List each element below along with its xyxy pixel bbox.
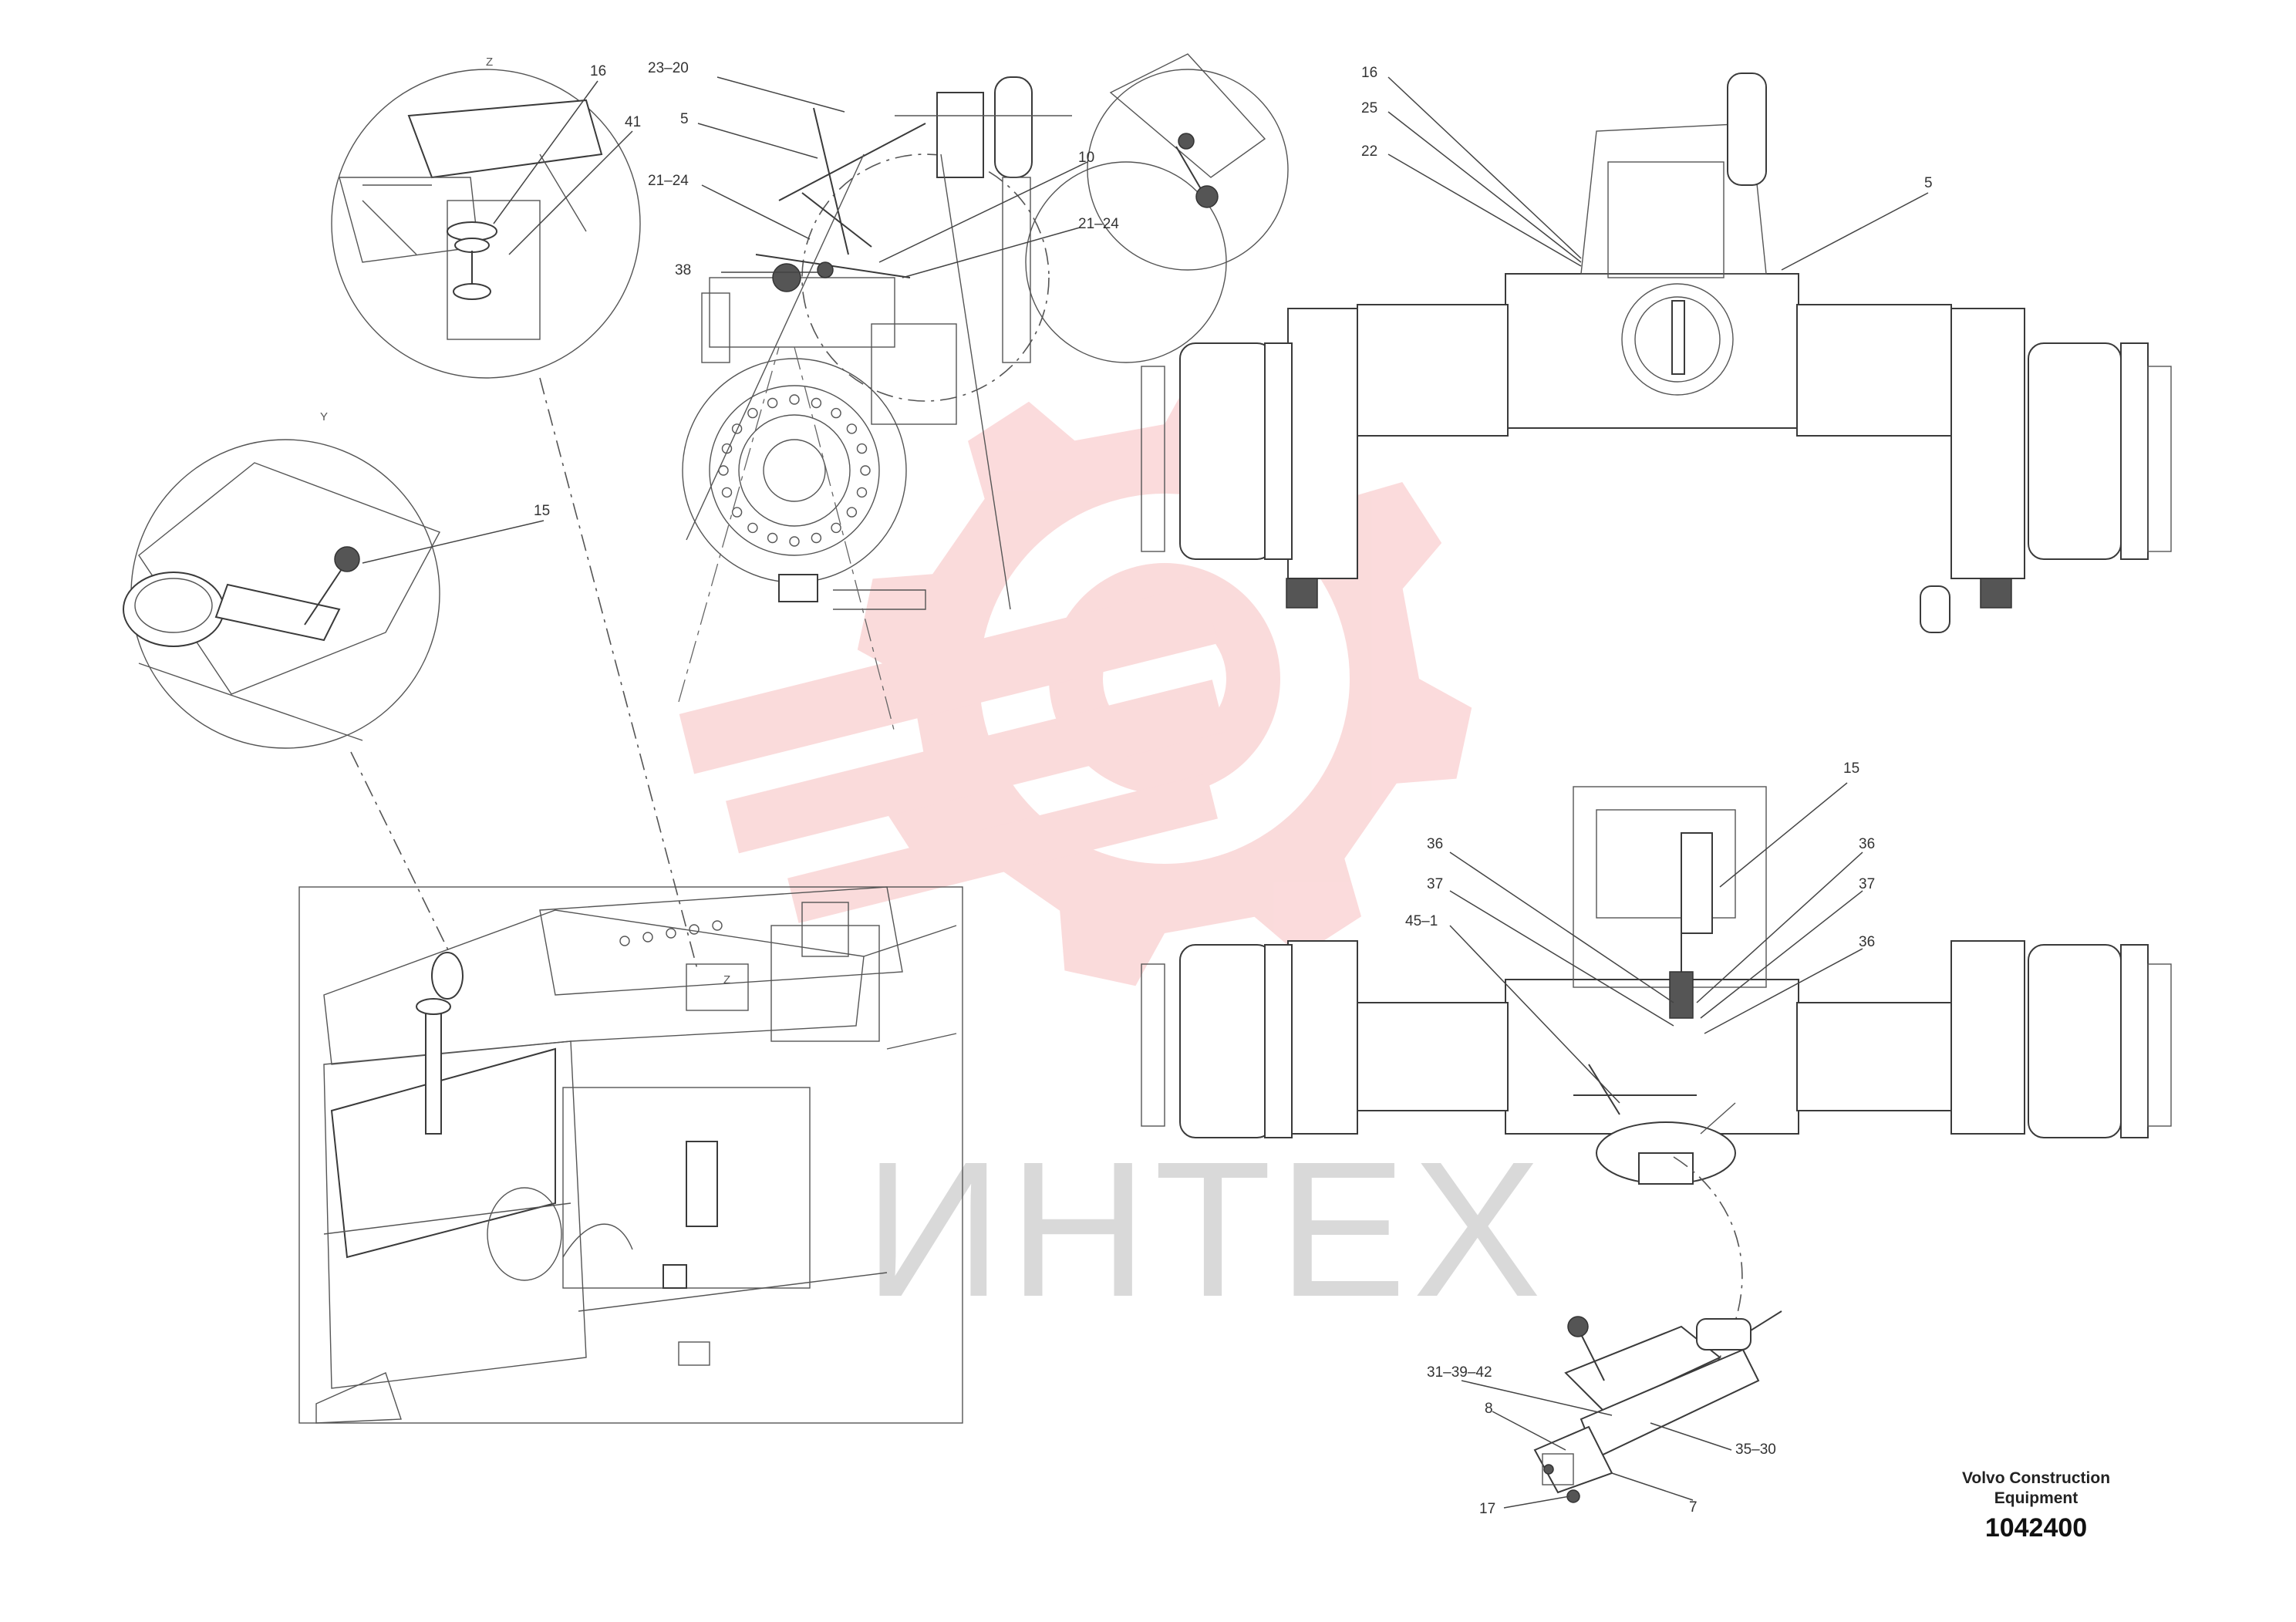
main-view-label-z: Z: [723, 973, 730, 986]
detail-circle-y: Y: [123, 410, 440, 749]
callout-16-top: 16: [1361, 65, 1377, 81]
main-view-frame: Z: [298, 886, 963, 1424]
callout-36-low-c: 36: [1859, 934, 1875, 950]
callout-5-side: 5: [680, 111, 689, 127]
drum-bolt-hole: [721, 443, 733, 454]
callout-31-39-42: 31–39–42: [1427, 1364, 1492, 1381]
detail-circle-z: Z: [331, 56, 641, 379]
drum-bolt-hole: [856, 487, 868, 498]
callout-labels: 16 41 15 23–20 5 21–24 10 21–24 38 16 25…: [534, 60, 1933, 1517]
callout-38-side: 38: [675, 262, 691, 278]
callout-37-low-a: 37: [1427, 876, 1443, 892]
drum-bolt-hole: [721, 487, 733, 498]
callout-16-zoom: 16: [590, 63, 606, 79]
callout-22-top: 22: [1361, 143, 1377, 160]
drum-bolt-hole: [846, 507, 858, 518]
callout-25-top: 25: [1361, 100, 1377, 116]
drum-bolt-hole: [767, 397, 778, 409]
drum-bolt-hole: [767, 532, 778, 544]
axle-front-view: [1141, 73, 2172, 633]
drum-bolt-hole: [747, 522, 758, 534]
callout-35-30: 35–30: [1735, 1442, 1776, 1458]
drum-bolt-hole: [856, 443, 868, 454]
callout-17-lever: 17: [1479, 1501, 1495, 1517]
drum-bolt-hole: [831, 407, 841, 419]
brand-line-2: Equipment: [1994, 1489, 2079, 1507]
drum-bolt-hole: [811, 397, 822, 409]
document-number: 1042400: [1984, 1513, 2088, 1543]
callout-41-zoom: 41: [625, 114, 641, 130]
side-view-drum: [678, 76, 1227, 733]
detail-view-label-y: Y: [320, 410, 328, 423]
drum-bolt-hole: [831, 522, 841, 534]
control-lever-assembly: [1533, 1310, 1782, 1503]
watermark-text: ИНТЕХ: [864, 1121, 1547, 1337]
callout-15-low: 15: [1843, 760, 1859, 777]
brand-line-1: Volvo Construction: [1961, 1469, 2111, 1487]
drum-bolt-hole: [731, 507, 743, 518]
callout-37-low-b: 37: [1859, 876, 1875, 892]
callout-15-zoom: 15: [534, 503, 550, 519]
callout-5-top: 5: [1924, 175, 1933, 191]
drum-bolt-hole: [789, 536, 800, 547]
drum-bolt-hole: [811, 532, 822, 544]
callout-45-1: 45–1: [1405, 913, 1438, 929]
callout-21-24-a: 21–24: [648, 173, 689, 189]
callout-leaders: [362, 76, 1929, 1509]
drum-bolt-hole: [731, 423, 743, 434]
axle-rear-view: [1141, 786, 2172, 1397]
drum-bolt-hole: [846, 423, 858, 434]
callout-10-side: 10: [1078, 150, 1094, 166]
drum-bolt-hole: [860, 465, 871, 476]
detail-circle-upper: [1087, 53, 1289, 271]
callout-8-lever: 8: [1485, 1401, 1493, 1417]
callout-7-lever: 7: [1689, 1499, 1698, 1516]
callout-21-24-b: 21–24: [1078, 216, 1119, 232]
drum-bolt-hole: [747, 407, 758, 419]
callout-36-low-a: 36: [1427, 836, 1443, 852]
title-block-brand: Volvo Construction Equipment: [1913, 1469, 2159, 1509]
callout-36-low-b: 36: [1859, 836, 1875, 852]
drum-bolt-hole: [789, 394, 800, 405]
detail-view-label-z: Z: [486, 56, 493, 69]
callout-23-20: 23–20: [648, 60, 689, 76]
